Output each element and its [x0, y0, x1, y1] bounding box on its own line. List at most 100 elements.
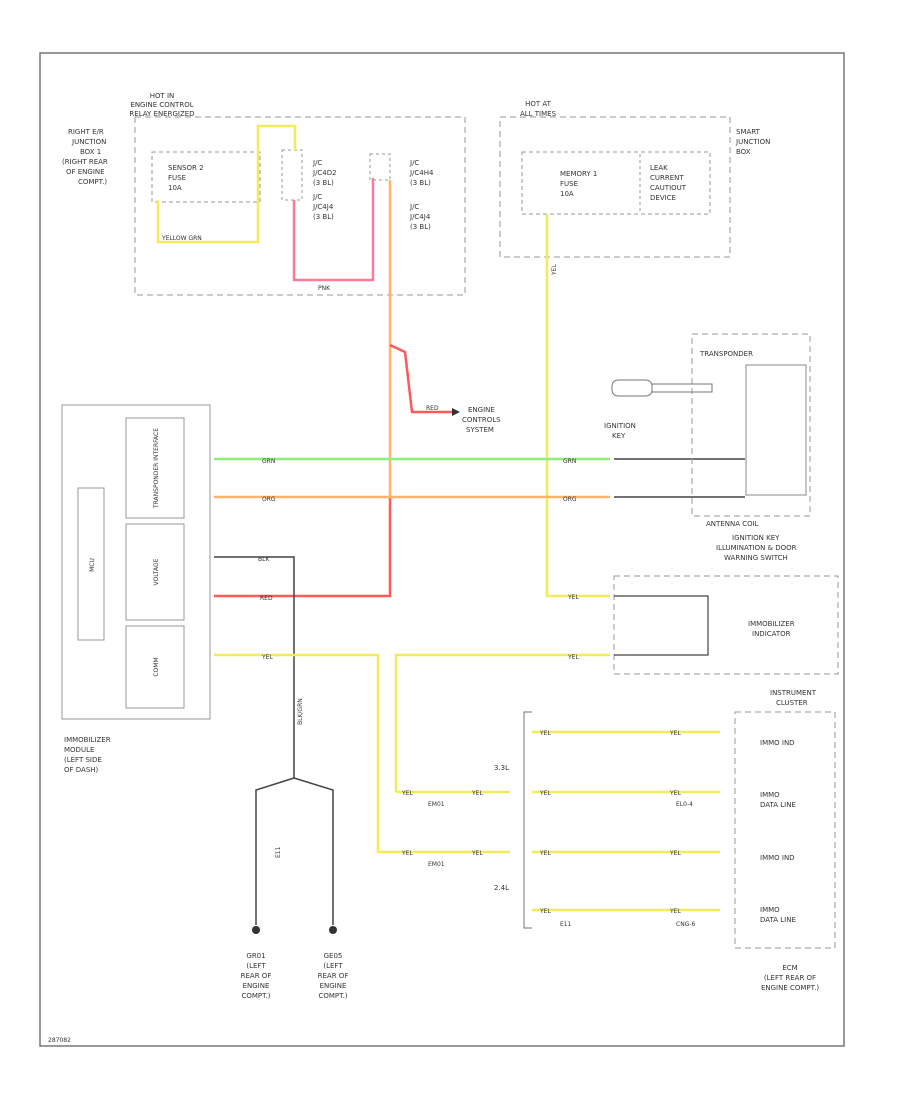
jc1-label-1: J/C: [312, 159, 322, 167]
immobilizer-indicator-label-2: INDICATOR: [752, 630, 791, 638]
variant-bracket: [523, 711, 532, 929]
wire-yellow-em-label-4: YEL: [471, 850, 483, 857]
diagram-footer-id: 287082: [48, 1037, 71, 1044]
wire-yellow-ecm-label-7: YEL: [539, 908, 551, 915]
wire-red-module-label: RED: [260, 595, 273, 602]
voltage-label: VOLTAGE: [153, 558, 160, 585]
ecm-immo-data-2a: IMMO: [760, 906, 780, 914]
wire-red-ecs: [389, 343, 452, 414]
wire-yellow-green: [156, 124, 297, 244]
ecs-label-2: CONTROLS: [462, 416, 501, 424]
wire-ground-right: [293, 777, 334, 925]
jc1-label-4: J/C: [312, 193, 322, 201]
wire-ground-left: [255, 777, 295, 925]
ecm-immo-data-1a: IMMO: [760, 791, 780, 799]
wire-pink-label: PNK: [318, 285, 331, 292]
mcu-label: MCU: [89, 558, 96, 572]
diagram-frame: [39, 52, 845, 1047]
jc2-label-5: J/C4J4: [409, 213, 431, 221]
wire-yellow-ecm-label-3: YEL: [539, 790, 551, 797]
ground-gr01-label-5: COMPT.): [241, 992, 270, 1000]
wire-yellow-ind-label: YEL: [567, 594, 579, 601]
hot-in-title-2: ENGINE CONTROL: [130, 101, 193, 109]
wire-yellow-main: [545, 214, 610, 598]
comm-block: [125, 625, 185, 709]
ground-gr01-label-3: REAR OF: [241, 972, 272, 980]
immobilizer-module: [61, 404, 211, 720]
wire-green-label-2: GRN: [563, 458, 576, 465]
connector-em01-top-label: EM01: [428, 801, 445, 808]
ecs-label-1: ENGINE: [468, 406, 495, 414]
wire-orange-label: ORG: [262, 496, 276, 503]
wire-yellow-ind: [394, 653, 610, 792]
ignition-key-icon: [611, 379, 653, 397]
wire-yellow-green-label: YELLOW GRN: [161, 235, 202, 242]
leak-device-label-2: CURRENT: [650, 174, 684, 182]
sensor2-fuse-box: [151, 151, 261, 203]
wire-yellow-ecm-label-1: YEL: [539, 730, 551, 737]
ground-ge05-label-5: COMPT.): [318, 992, 347, 1000]
connector-e11-label: E11: [560, 921, 572, 928]
ground-ge05-icon: [329, 926, 337, 934]
ground-e11-label: E11: [275, 846, 282, 858]
sensor2-fuse-label-1: SENSOR 2: [168, 164, 204, 172]
wire-black: [214, 556, 295, 778]
connector-cng6-label: CNG-6: [676, 921, 695, 928]
wire-red-module: [214, 497, 392, 598]
ignition-illum-label-2: ILLUMINATION & DOOR: [716, 544, 797, 552]
immobilizer-indicator-box: [613, 575, 839, 675]
jc1-label-6: (3 BL): [313, 213, 334, 221]
ecm-immo-data-2b: DATA LINE: [760, 916, 796, 924]
variant-33l-label: 3.3L: [494, 764, 509, 772]
wire-yellow-ind-label-2: YEL: [567, 654, 579, 661]
immobilizer-module-label-3: (LEFT SIDE: [64, 756, 102, 764]
jc1-label-5: J/C4J4: [312, 203, 334, 211]
indicator-circuit: [614, 595, 709, 656]
ground-gr01-label-1: GR01: [246, 952, 265, 960]
memory-fuse-label-3: 10A: [560, 190, 574, 198]
jc2-label-2: J/C4H4: [409, 169, 434, 177]
leak-device-label-3: CAUTIOUT: [650, 184, 687, 192]
immobilizer-module-label-1: IMMOBILIZER: [64, 736, 111, 744]
connector-el04-label: EL0-4: [676, 801, 693, 808]
leak-device-label-1: LEAK: [650, 164, 668, 172]
ecs-label-3: SYSTEM: [466, 426, 494, 434]
antenna-coil-box: [691, 333, 811, 517]
ground-ge05-label-4: ENGINE: [320, 982, 347, 990]
ground-ge05-label-2: (LEFT: [323, 962, 343, 970]
rjb-label-5: OF ENGINE: [66, 168, 105, 176]
wire-pink: [292, 178, 375, 282]
jc2-label-1: J/C: [409, 159, 419, 167]
ecm-label-3: ENGINE COMPT.): [761, 984, 819, 992]
sjb-label-2: JUNCTION: [735, 138, 770, 146]
wire-green-label: GRN: [262, 458, 275, 465]
jc-box-right: [369, 153, 391, 181]
voltage-block: [125, 523, 185, 621]
ground-ge05-label-3: REAR OF: [318, 972, 349, 980]
ecs-arrow-icon: [452, 408, 460, 416]
hot-at-title-2: ALL TIMES: [520, 110, 557, 118]
immobilizer-module-label-2: MODULE: [64, 746, 94, 754]
jc2-label-6: (3 BL): [410, 223, 431, 231]
wire-yellow-main-label: YEL: [551, 264, 558, 276]
wire-red-ecs-label: RED: [426, 405, 439, 412]
sjb-label-1: SMART: [736, 128, 761, 136]
instrument-cluster-label-2: CLUSTER: [776, 699, 808, 707]
rjb-label-2: JUNCTION: [71, 138, 106, 146]
antenna-coil-label: ANTENNA COIL: [706, 520, 759, 528]
instrument-cluster-label-1: INSTRUMENT: [770, 689, 817, 697]
wire-yellow-em-label-2: YEL: [471, 790, 483, 797]
wire-yellow-ecm-label-6: YEL: [669, 850, 681, 857]
ecm-box: [734, 711, 836, 949]
transponder-label: TRANSPONDER: [699, 350, 753, 358]
ecm-immo-data-1b: DATA LINE: [760, 801, 796, 809]
memory-fuse-label-2: FUSE: [560, 180, 578, 188]
hot-in-title: HOT IN: [150, 92, 175, 100]
transponder-interface-block: [125, 417, 185, 519]
ignition-key-label-2: KEY: [612, 432, 626, 440]
ignition-key-shaft: [651, 383, 713, 393]
wire-yellow-ecm-label-2: YEL: [669, 730, 681, 737]
wire-yellow-em-label-1: YEL: [401, 790, 413, 797]
hot-at-title: HOT AT: [525, 100, 552, 108]
